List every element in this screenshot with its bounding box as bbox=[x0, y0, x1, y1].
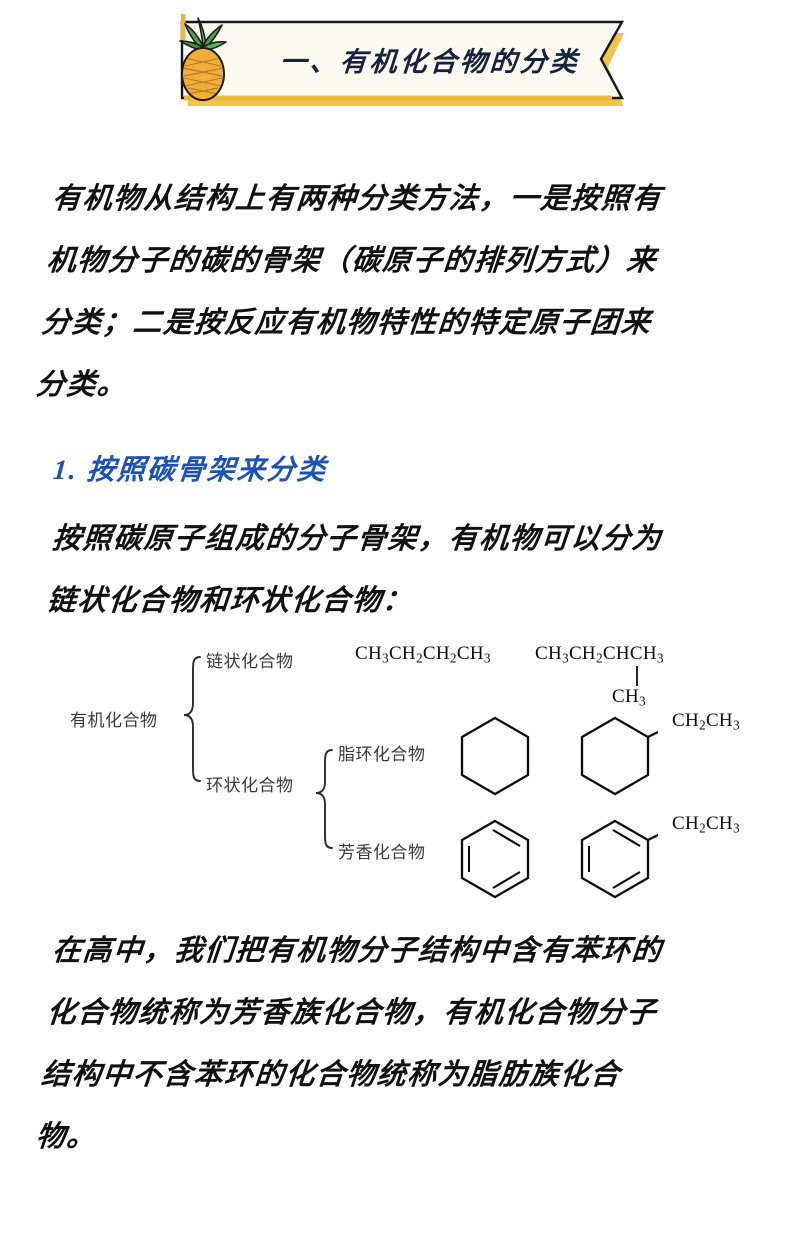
formula-methyl-branch-text: CH3 bbox=[612, 686, 646, 709]
diagram-chain-label: 链状化合物 bbox=[206, 652, 294, 671]
banner-body bbox=[180, 20, 625, 100]
diagram-root-label: 有机化合物 bbox=[70, 711, 158, 730]
paragraph-line: 在高中，我们把有机物分子结构中含有苯环的 bbox=[50, 935, 664, 967]
pineapple-icon bbox=[179, 17, 227, 101]
diagram-cyclic-label: 环状化合物 bbox=[206, 776, 294, 795]
page-title: 一、有机化合物的分类 bbox=[278, 46, 581, 77]
diagram-alicyclic-label: 脂环化合物 bbox=[338, 745, 426, 764]
diagram-braces bbox=[183, 656, 333, 849]
paragraph-line: 分类。 bbox=[34, 369, 129, 401]
formula-butane: CH3CH2CH2CH3 bbox=[355, 643, 491, 666]
paragraph-line: 分类；二是按反应有机物特性的特定原子团来 bbox=[40, 307, 653, 339]
formula-ethylcyclohexane-substituent: CH2CH3 bbox=[672, 710, 740, 733]
paragraph-line: 有机物从结构上有两种分类方法，一是按照有 bbox=[50, 183, 664, 215]
section-paragraph: 按照碳原子组成的分子骨架，有机物可以分为 链状化合物和环状化合物： bbox=[44, 508, 755, 632]
ethylbenzene-ring-icon bbox=[580, 819, 658, 899]
closing-paragraph: 在高中，我们把有机物分子结构中含有苯环的 化合物统称为芳香族化合物，有机化合物分… bbox=[33, 920, 755, 1168]
methyl-branch-bond bbox=[636, 666, 638, 686]
paragraph-line: 按照碳原子组成的分子骨架，有机物可以分为 bbox=[50, 523, 664, 555]
diagram-aromatic-label: 芳香化合物 bbox=[338, 843, 426, 862]
paragraph-line: 化合物统称为芳香族化合物，有机化合物分子 bbox=[45, 997, 659, 1029]
section-header-banner: 一、有机化合物的分类 bbox=[160, 14, 640, 106]
paragraph-line: 物。 bbox=[34, 1121, 99, 1153]
formula-methyl-branch: CH3 bbox=[612, 686, 646, 709]
ethylcyclohexane-ring-icon bbox=[580, 716, 658, 796]
formula-ethylcyclohexane-text: CH2CH3 bbox=[672, 710, 740, 733]
paragraph-line: 机物分子的碳的骨架（碳原子的排列方式）来 bbox=[45, 245, 659, 277]
intro-paragraph: 有机物从结构上有两种分类方法，一是按照有 机物分子的碳的骨架（碳原子的排列方式）… bbox=[33, 168, 755, 416]
section-heading-1: 1. 按照碳骨架来分类 bbox=[51, 455, 329, 486]
formula-butane-text: CH3CH2CH2CH3 bbox=[355, 643, 491, 666]
banner-left-accent bbox=[181, 14, 186, 40]
paragraph-line: 结构中不含苯环的化合物统称为脂肪族化合 bbox=[40, 1059, 623, 1091]
benzene-ring-icon bbox=[460, 819, 530, 899]
formula-ethylbenzene-text: CH2CH3 bbox=[672, 813, 740, 836]
formula-methylbutane-main: CH3CH2CHCH3 bbox=[535, 643, 664, 666]
classification-diagram: 有机化合物 链状化合物 环状化合物 脂环化合物 芳香化合物 CH3CH2CH2C… bbox=[60, 630, 760, 905]
formula-ethylbenzene-substituent: CH2CH3 bbox=[672, 813, 740, 836]
banner-ribbon-shape bbox=[180, 14, 625, 106]
formula-methylbutane-text: CH3CH2CHCH3 bbox=[535, 643, 664, 666]
paragraph-line: 链状化合物和环状化合物： bbox=[45, 585, 415, 617]
cyclohexane-ring-icon bbox=[460, 716, 530, 796]
